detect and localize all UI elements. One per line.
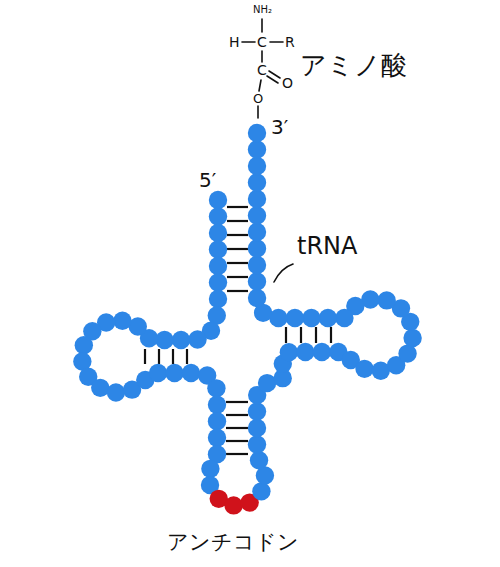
- nucleotide: [248, 124, 266, 142]
- nucleotides: [73, 124, 422, 515]
- base-pair: [226, 427, 248, 429]
- anticodon-base: [224, 496, 242, 514]
- nucleotide: [302, 309, 320, 327]
- nucleotide: [313, 343, 331, 361]
- base-pair: [144, 349, 146, 364]
- end-label: 5′: [199, 170, 216, 190]
- bond: [261, 19, 263, 32]
- nucleotide: [355, 360, 373, 378]
- nucleotide: [248, 173, 266, 191]
- nucleotide: [248, 289, 266, 307]
- nucleotide: [208, 396, 226, 414]
- base-pair: [227, 276, 248, 278]
- leader-line: [274, 264, 293, 282]
- base-pair: [172, 349, 174, 364]
- base-pair: [226, 414, 248, 416]
- nucleotide: [149, 364, 167, 382]
- nucleotide: [208, 412, 226, 430]
- nucleotide: [208, 429, 226, 447]
- nucleotide: [209, 191, 227, 209]
- atom-label: C: [257, 63, 267, 77]
- bond: [261, 51, 263, 62]
- nucleotide: [248, 190, 266, 208]
- nucleotide: [258, 374, 276, 392]
- nucleotide: [252, 482, 270, 500]
- nucleotide: [209, 290, 227, 308]
- nucleotide: [248, 435, 266, 453]
- base-pair: [227, 290, 248, 292]
- atom-label: O: [253, 92, 263, 105]
- base-pair: [227, 234, 248, 236]
- part-name: tRNA: [297, 234, 357, 258]
- double-bond: [269, 71, 280, 78]
- nucleotide: [209, 257, 227, 275]
- atom-label: O: [282, 76, 293, 90]
- nucleotide: [113, 312, 131, 330]
- chem-group: NH₂: [253, 5, 272, 15]
- nucleotide: [91, 379, 109, 397]
- base-pair: [227, 220, 248, 222]
- double-bond: [267, 76, 278, 83]
- base-pair: [158, 349, 160, 364]
- base-pair: [226, 401, 248, 403]
- nucleotide: [209, 240, 227, 258]
- end-label: 3′: [271, 117, 288, 137]
- nucleotide: [280, 343, 298, 361]
- bond: [257, 106, 259, 118]
- base-pair: [227, 262, 248, 264]
- part-name: アンチコドン: [167, 532, 299, 553]
- base-pair: [315, 327, 317, 343]
- nucleotide: [209, 224, 227, 242]
- nucleotide: [296, 343, 314, 361]
- base-pair: [300, 327, 302, 343]
- base-pair: [226, 440, 248, 442]
- bond: [270, 41, 283, 43]
- chemical-bonds: [242, 19, 283, 118]
- base-pair: [226, 453, 248, 455]
- nucleotide: [182, 364, 200, 382]
- atom-label: R: [285, 35, 295, 49]
- nucleotide: [248, 402, 266, 420]
- atom-label: H: [229, 35, 240, 49]
- nucleotide: [398, 344, 416, 362]
- nucleotide: [319, 309, 337, 327]
- base-pair: [330, 327, 332, 343]
- nucleotide: [207, 379, 225, 397]
- nucleotide: [248, 419, 266, 437]
- base-pair: [227, 206, 248, 208]
- nucleotide: [107, 383, 125, 401]
- nucleotide: [403, 329, 421, 347]
- part-name: アミノ酸: [300, 52, 407, 78]
- bond: [259, 80, 261, 91]
- nucleotide: [201, 460, 219, 478]
- nucleotide: [248, 256, 266, 274]
- nucleotide: [250, 451, 268, 469]
- nucleotide: [209, 207, 227, 225]
- nucleotide: [248, 140, 266, 158]
- nucleotide: [209, 273, 227, 291]
- nucleotide: [248, 272, 266, 290]
- base-pair: [186, 349, 188, 364]
- nucleotide: [75, 336, 93, 354]
- nucleotide: [377, 291, 395, 309]
- base-pair: [227, 248, 248, 250]
- atom-label: C: [257, 35, 267, 49]
- nucleotide: [248, 223, 266, 241]
- nucleotide: [172, 331, 190, 349]
- nucleotide: [165, 364, 183, 382]
- nucleotide: [155, 331, 173, 349]
- bond: [242, 41, 255, 43]
- nucleotide: [335, 309, 353, 327]
- nucleotide: [248, 157, 266, 175]
- nucleotide: [248, 239, 266, 257]
- nucleotide: [286, 309, 304, 327]
- nucleotide: [188, 330, 206, 348]
- nucleotide: [248, 206, 266, 224]
- base-pair: [285, 327, 287, 343]
- backbone-guide: [82, 130, 413, 506]
